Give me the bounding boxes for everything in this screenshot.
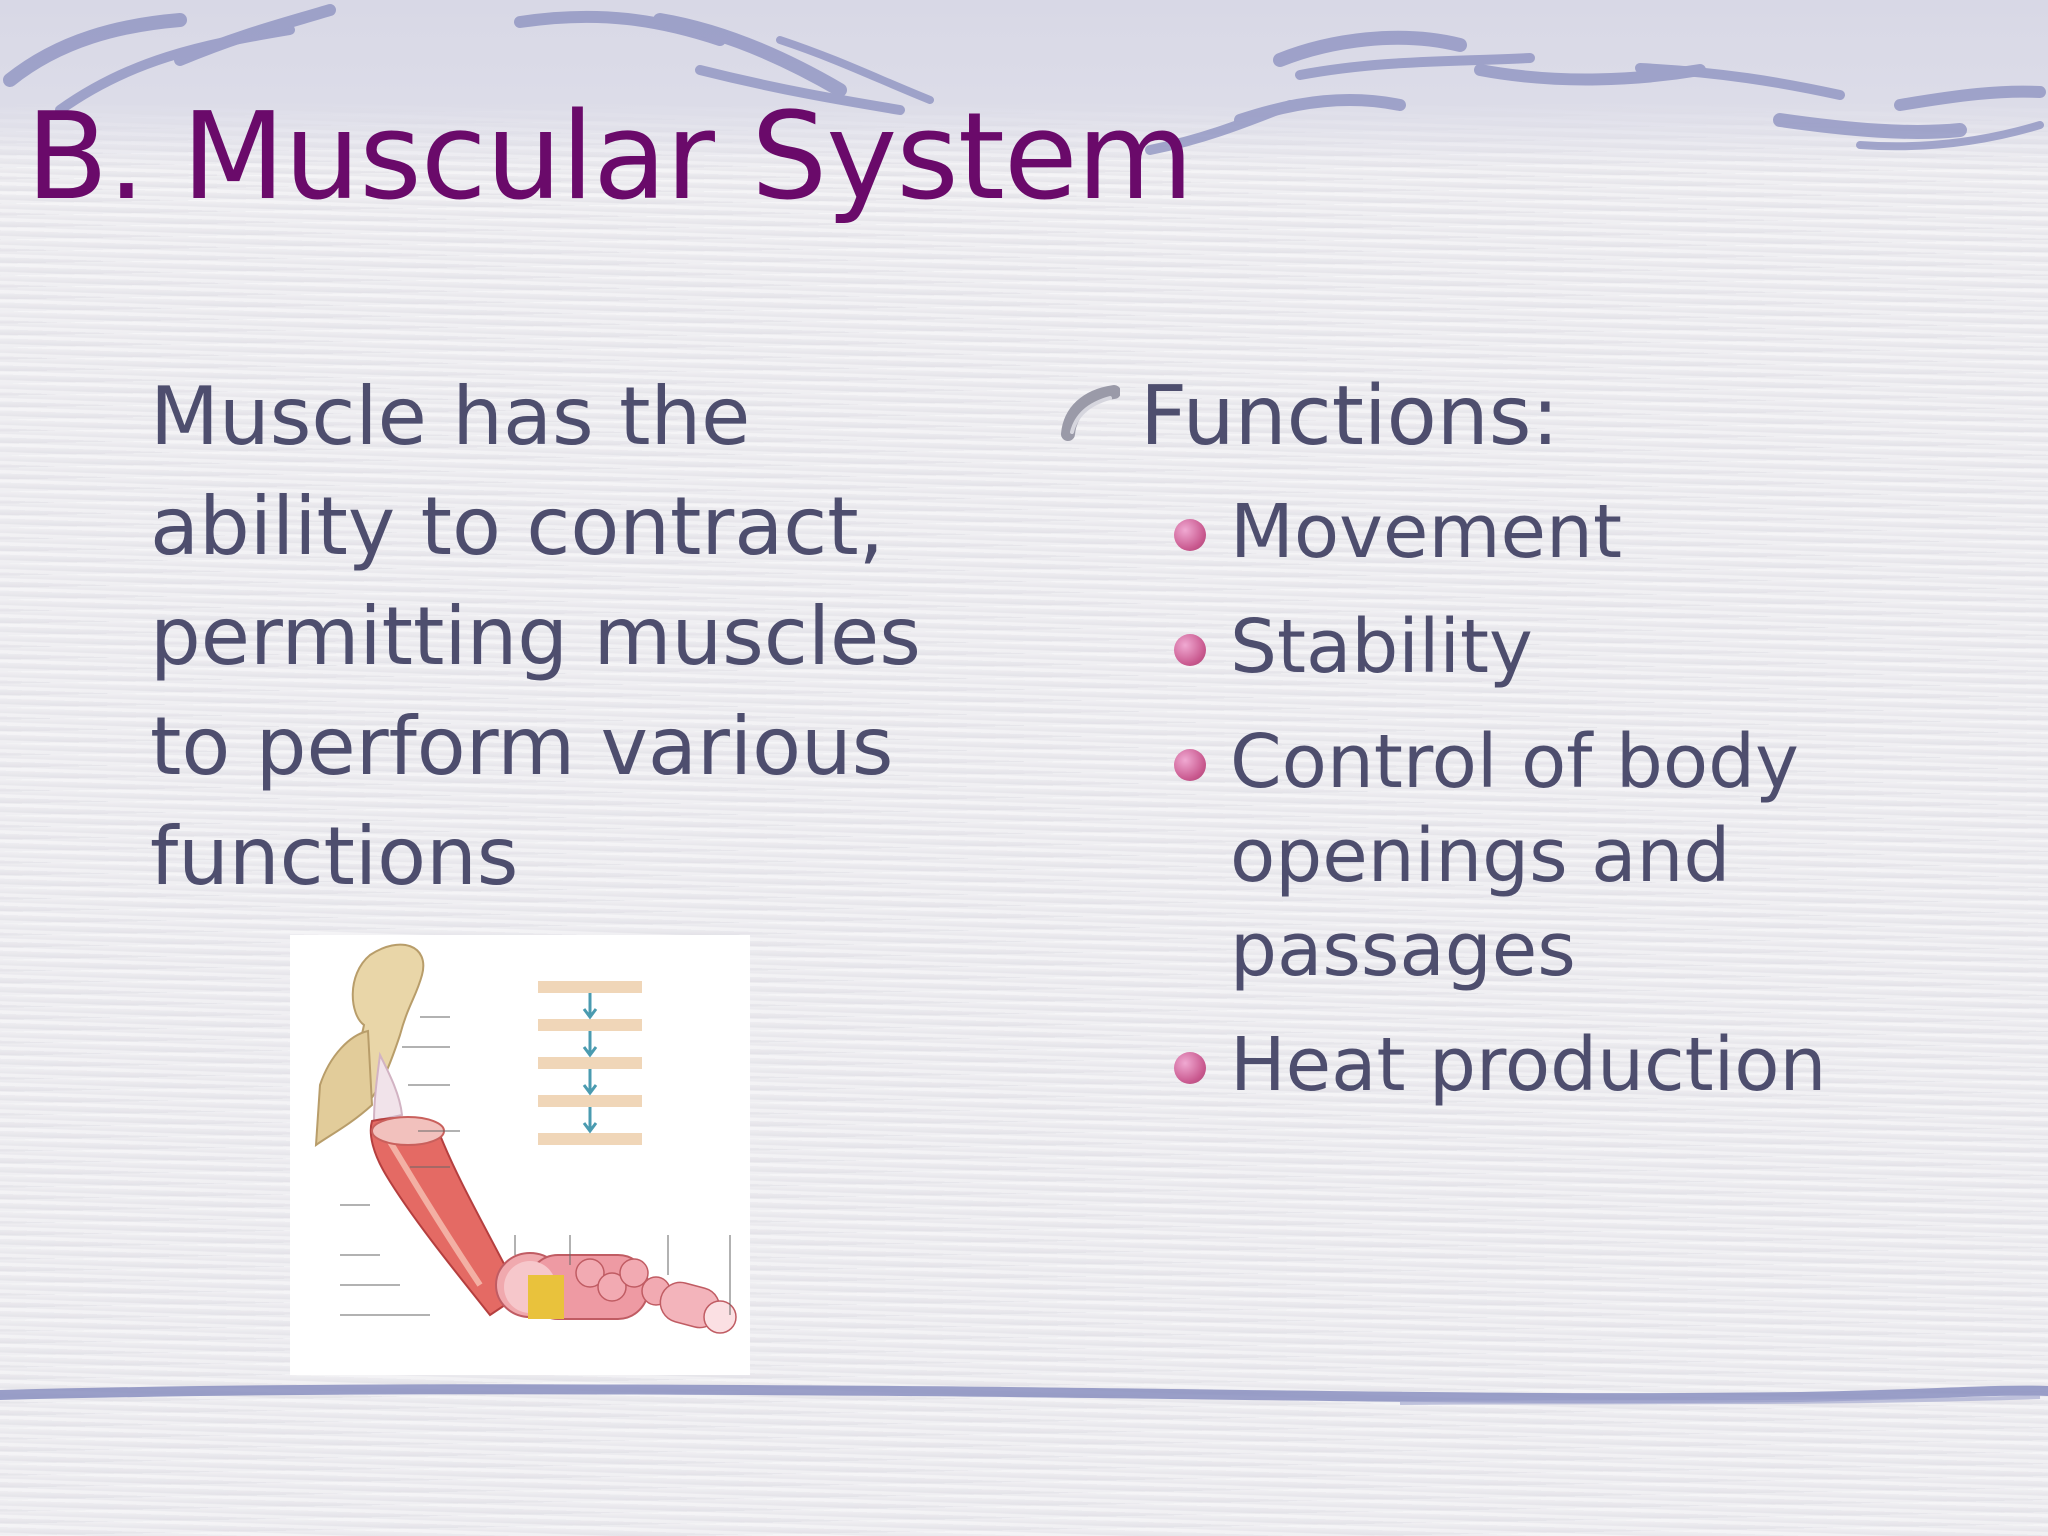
list-item: Control of body openings and passages <box>1170 715 1990 997</box>
intro-paragraph: Muscle has the ability to contract, perm… <box>150 370 921 903</box>
list-item-text: Control of body openings and passages <box>1230 719 1799 993</box>
list-item: Movement <box>1170 485 1990 579</box>
functions-heading: Functions: <box>1140 369 1560 464</box>
functions-list: Movement Stability Control of body openi… <box>1170 485 1990 1133</box>
list-item: Stability <box>1170 600 1990 694</box>
header-band <box>0 0 2048 170</box>
bottom-divider <box>0 1384 2048 1405</box>
muscle-diagram-illustration <box>314 943 737 1334</box>
list-item-text: Movement <box>1230 489 1622 575</box>
swirl-decoration <box>3 4 2046 155</box>
bullet-icon <box>1174 749 1206 781</box>
list-item: Heat production <box>1170 1018 1990 1112</box>
slide-title: B. Muscular System <box>26 88 1194 227</box>
bullet-icon <box>1174 634 1206 666</box>
list-item-text: Heat production <box>1230 1022 1827 1108</box>
list-item-text: Stability <box>1230 604 1533 690</box>
muscle-anatomy-figure <box>290 935 750 1375</box>
bullet-icon <box>1174 1052 1206 1084</box>
bullet-icon <box>1174 519 1206 551</box>
checkmark-icon <box>1061 385 1120 441</box>
